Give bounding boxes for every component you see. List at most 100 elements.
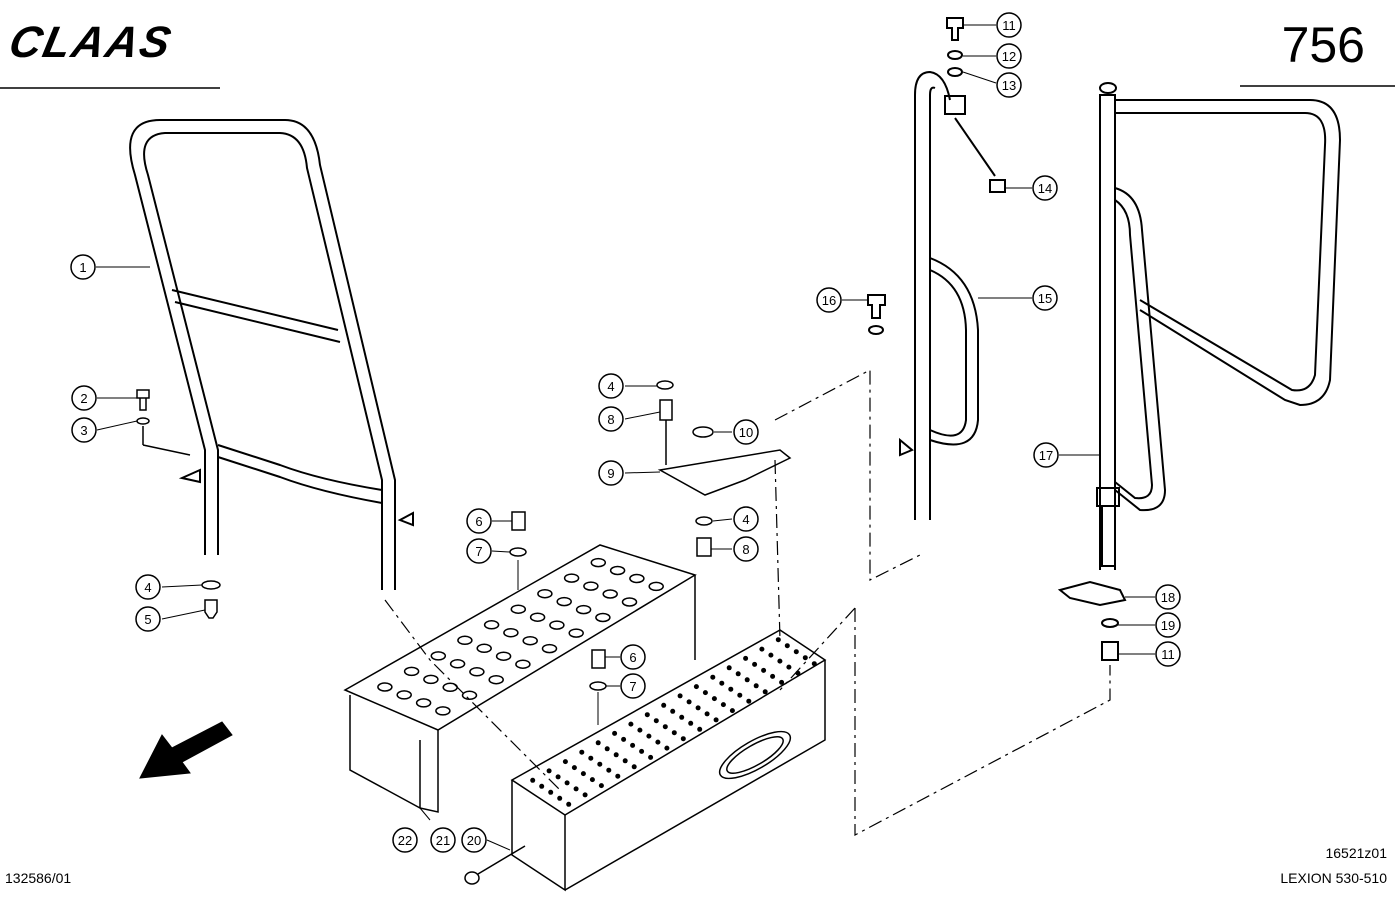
perforation-hole	[662, 724, 668, 730]
perforation-hole	[631, 764, 637, 770]
perforation-hole	[811, 661, 817, 667]
callout-18: 18	[1155, 584, 1181, 610]
page-number: 756	[1281, 17, 1365, 73]
svg-text:8: 8	[742, 542, 749, 557]
perforation-hole	[753, 683, 759, 689]
perforation-hole	[786, 664, 792, 670]
perforation-hole	[762, 689, 768, 695]
perforation-hole	[510, 604, 527, 614]
perforation-hole	[564, 780, 570, 786]
perforation-hole	[702, 690, 708, 696]
perforation-hole	[744, 677, 750, 683]
callout-2: 2	[71, 385, 97, 411]
perforation-hole	[621, 736, 627, 742]
perforation-hole	[539, 783, 545, 789]
perforation-hole	[476, 643, 492, 654]
perforation-hole	[461, 690, 478, 701]
perforation-hole	[768, 652, 774, 658]
perforation-hole	[595, 740, 601, 746]
perforation-hole	[612, 730, 618, 736]
perforation-hole	[522, 635, 538, 646]
perforation-hole	[737, 692, 743, 698]
perforation-hole	[541, 643, 558, 654]
perforation-hole	[488, 674, 504, 685]
perforation-hole	[630, 742, 636, 748]
perforation-hole	[761, 667, 767, 673]
perforation-hole	[629, 573, 645, 584]
callout-8b: 8	[733, 536, 759, 562]
callout-4b: 4	[598, 373, 624, 399]
lock-pin	[464, 845, 526, 885]
svg-text:6: 6	[475, 514, 482, 529]
perforation-hole	[556, 596, 572, 607]
perforation-hole	[403, 666, 420, 677]
svg-text:4: 4	[607, 379, 614, 394]
perforation-hole	[779, 679, 785, 685]
perforation-hole	[775, 637, 781, 643]
perforation-hole	[622, 758, 628, 764]
callout-22: 22	[392, 827, 418, 853]
perforation-hole	[770, 673, 776, 679]
perforation-hole	[628, 721, 634, 727]
perforation-hole	[563, 573, 580, 583]
perforation-hole	[575, 604, 592, 615]
perforation-hole	[648, 581, 664, 592]
callout-4c: 4	[733, 506, 759, 532]
perforation-hole	[449, 659, 466, 669]
callout-5: 5	[135, 606, 161, 632]
perforation-hole	[802, 655, 808, 661]
callout-7b: 7	[620, 673, 646, 699]
callout-21: 21	[430, 827, 456, 853]
svg-text:9: 9	[607, 466, 614, 481]
perforation-hole	[549, 620, 565, 630]
callout-11b: 11	[1155, 641, 1181, 667]
callout-1: 1	[70, 254, 96, 280]
perforation-hole	[720, 702, 726, 708]
svg-text:11: 11	[1002, 18, 1016, 33]
perforation-hole	[711, 696, 717, 702]
perforation-hole	[693, 684, 699, 690]
perforation-hole	[697, 726, 703, 732]
perforation-hole	[579, 749, 585, 755]
callout-3: 3	[71, 417, 97, 443]
svg-text:4: 4	[742, 512, 749, 527]
perforation-hole	[644, 712, 650, 718]
perforation-hole	[704, 711, 710, 717]
perforation-hole	[639, 748, 645, 754]
svg-text:14: 14	[1038, 181, 1052, 196]
direction-arrow	[139, 721, 233, 779]
perforation-hole	[735, 671, 741, 677]
perforation-hole	[529, 612, 546, 622]
perforation-hole	[746, 698, 752, 704]
perforation-hole	[598, 783, 604, 789]
left-step-box	[343, 544, 697, 813]
svg-text:21: 21	[436, 833, 450, 848]
perforation-hole	[573, 786, 579, 792]
callout-4a: 4	[135, 574, 161, 600]
perforation-hole	[729, 708, 735, 714]
callout-14: 14	[1032, 175, 1058, 201]
perforation-hole	[759, 646, 765, 652]
svg-text:8: 8	[607, 412, 614, 427]
perforation-hole	[664, 745, 670, 751]
callout-9: 9	[598, 460, 624, 486]
perforation-hole	[430, 651, 447, 661]
svg-text:19: 19	[1161, 618, 1175, 633]
leader-lines	[96, 24, 1155, 851]
perforation-hole	[784, 643, 790, 649]
perforation-hole	[537, 588, 553, 599]
perforation-hole	[713, 717, 719, 723]
perforation-hole	[793, 649, 799, 655]
callout-6a: 6	[466, 508, 492, 534]
perforation-hole	[457, 635, 473, 646]
perforation-hole	[661, 702, 667, 708]
svg-text:7: 7	[475, 544, 482, 559]
perforation-hole	[530, 777, 536, 783]
perforation-hole	[648, 754, 654, 760]
perforation-hole	[646, 733, 652, 739]
right-step-box	[510, 629, 827, 892]
svg-text:22: 22	[398, 833, 412, 848]
perforation-hole	[582, 792, 588, 798]
callout-circles: 1 2 3 4 5 4 6 7 8 9 10 4 8 6 7 11 12 13 …	[70, 12, 1181, 853]
